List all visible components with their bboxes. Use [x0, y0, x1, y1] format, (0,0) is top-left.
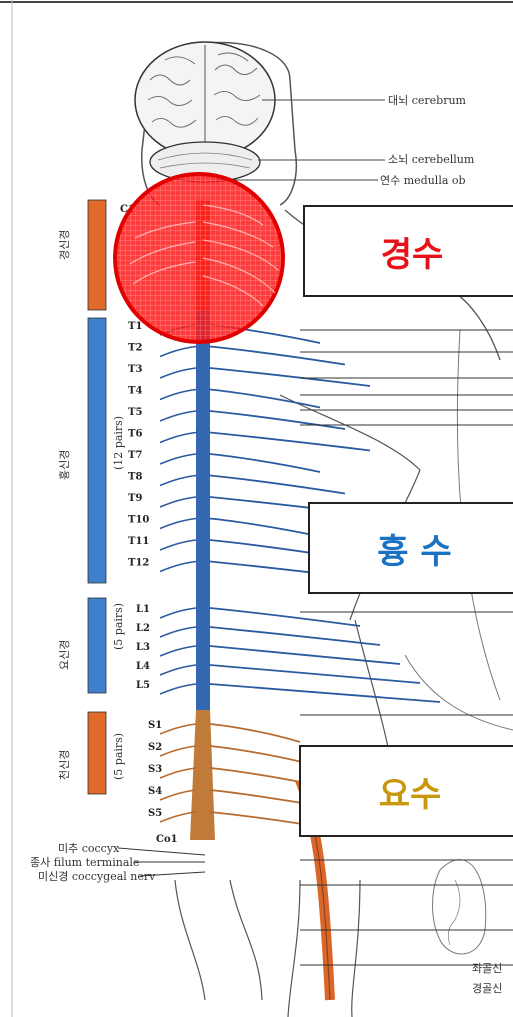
segment-l1: L1 — [136, 604, 150, 615]
sacral-pairs-label: (5 pairs) — [112, 733, 125, 780]
cauda-equina — [190, 710, 215, 840]
right-leader-lines — [300, 330, 513, 965]
cervical-label-box: 경수 — [303, 205, 513, 297]
cerebellum-label: 소뇌 cerebellum — [388, 153, 475, 166]
segment-t9: T9 — [128, 493, 142, 504]
segment-l4: L4 — [136, 661, 150, 672]
nerve-l5 — [210, 684, 440, 702]
segment-t1: T1 — [128, 321, 142, 332]
segment-t12: T12 — [128, 558, 149, 569]
filum-label: 종사 filum terminale — [30, 856, 139, 869]
coccyx-label: 미추 coccyx — [58, 842, 120, 855]
thoracic-lumbar-cord — [196, 310, 210, 710]
segment-t5: T5 — [128, 407, 142, 418]
sacral-bar-label: 천신경 — [57, 750, 71, 780]
nerve-l3 — [210, 646, 400, 664]
nerve-t3 — [210, 368, 370, 386]
segment-s5: S5 — [148, 808, 162, 819]
nerve-t4 — [210, 390, 320, 408]
cervical-nerves-bar — [88, 200, 106, 310]
segment-t4: T4 — [128, 386, 142, 397]
cervical-bar-label: 경신경 — [58, 230, 71, 260]
segment-t6: T6 — [128, 429, 142, 440]
lumbar-label: 요수 — [379, 767, 442, 816]
segment-s3: S3 — [148, 764, 162, 775]
cervical-label: 경수 — [381, 227, 444, 276]
lumbar-pairs-label: (5 pairs) — [112, 603, 125, 650]
thoracic-label: 흉 수 — [377, 524, 451, 573]
sacral-nerves-bar — [88, 712, 106, 794]
segment-t2: T2 — [128, 343, 142, 354]
nerve-t5 — [210, 411, 345, 429]
thoracic-nerves-bar — [88, 318, 106, 583]
buttock-outline — [175, 880, 205, 1000]
nerve-t10 — [210, 519, 320, 537]
segment-l2: L2 — [136, 623, 150, 634]
segment-s1: S1 — [148, 720, 162, 731]
segment-s2: S2 — [148, 742, 162, 753]
lumbar-bar-label: 요신경 — [58, 640, 71, 670]
segment-co1: Co1 — [156, 834, 178, 845]
nerve-l4 — [210, 665, 420, 683]
nerve-t7 — [210, 454, 320, 472]
segment-t7: T7 — [128, 450, 142, 461]
nerve-s1 — [210, 724, 300, 742]
segment-t11: T11 — [128, 536, 149, 547]
segment-t3: T3 — [128, 364, 142, 375]
segment-l5: L5 — [136, 680, 150, 691]
nerve-l2 — [210, 627, 380, 645]
segment-labels: T1T2T3T4T5T6T7T8T9T10T11T12L1L2L3L4L5S1S… — [128, 321, 162, 819]
segment-t10: T10 — [128, 515, 149, 526]
segment-l3: L3 — [136, 642, 150, 653]
bottom-label-2: 경골신 — [472, 982, 502, 995]
segment-t8: T8 — [128, 472, 142, 483]
coccygeal-label: 미신경 coccygeal nerv — [38, 870, 156, 883]
lumbar-label-box: 요수 — [299, 745, 513, 837]
segment-s4: S4 — [148, 786, 162, 797]
nerve-t6 — [210, 433, 370, 451]
cerebrum-label: 대뇌 cerebrum — [388, 94, 467, 107]
nerve-s2 — [210, 746, 310, 764]
bottom-label-1: 좌골신 — [472, 962, 502, 975]
lumbar-nerves-bar — [88, 598, 106, 693]
thoracic-bar-label: 흉신경 — [57, 450, 71, 480]
thoracic-pairs-label: (12 pairs) — [112, 416, 125, 470]
thoracic-label-box: 흉 수 — [308, 502, 513, 594]
nerve-t8 — [210, 476, 345, 494]
medulla-label: 연수 medulla ob — [380, 174, 466, 187]
nerve-t2 — [210, 347, 345, 365]
nerve-l1 — [210, 608, 360, 626]
